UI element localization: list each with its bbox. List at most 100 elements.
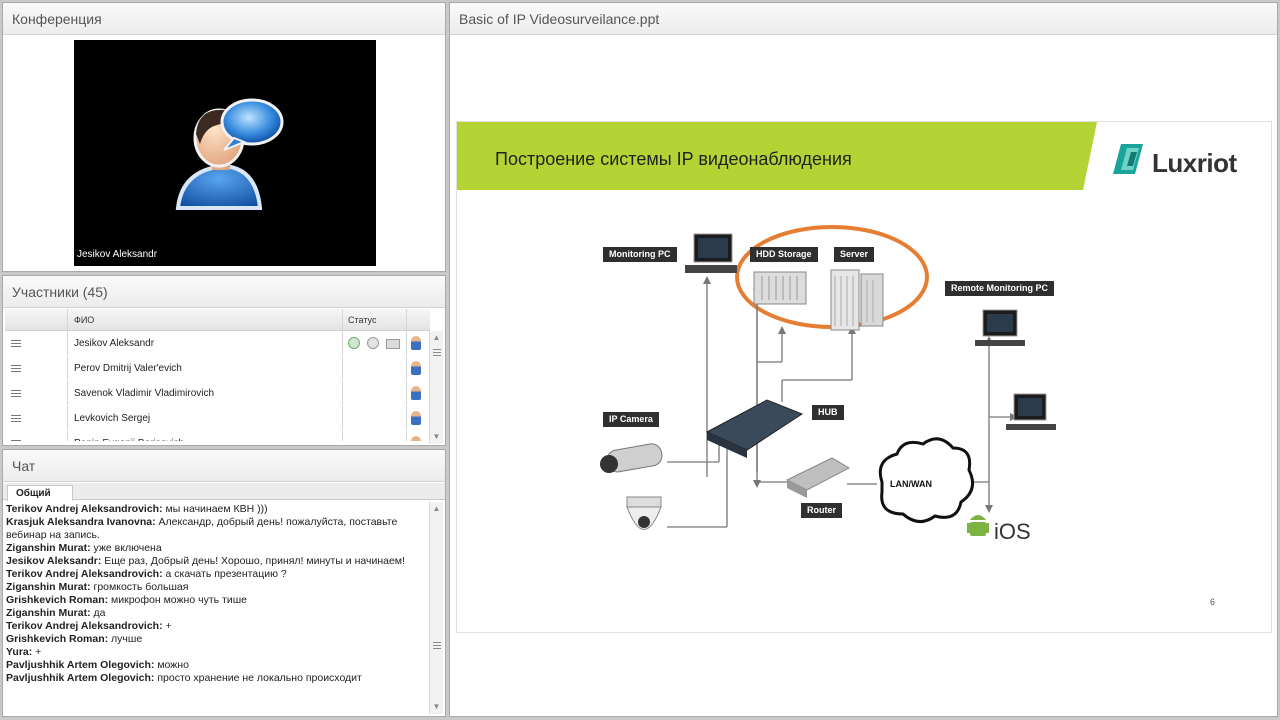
chat-author: Grishkevich Roman: xyxy=(6,633,109,645)
remote-pc-icon xyxy=(975,309,1025,346)
participants-scrollbar[interactable]: ▲ ▼ xyxy=(429,331,443,444)
participant-name: Panin Evgenij Borisovich xyxy=(68,431,343,441)
chat-author: Ziganshin Murat: xyxy=(6,581,91,593)
label-remote-pc: Remote Monitoring PC xyxy=(945,281,1054,296)
table-row[interactable]: Levkovich Sergej xyxy=(5,406,430,431)
chat-log: Terikov Andrej Aleksandrovich: мы начина… xyxy=(6,503,426,685)
scroll-grip-icon[interactable] xyxy=(433,642,441,651)
participants-header-row: ФИО Статус xyxy=(5,309,430,331)
drag-handle-icon[interactable] xyxy=(11,390,21,399)
slide-logo: Luxriot xyxy=(1152,148,1237,178)
chat-author: Pavljushhik Artem Olegovich: xyxy=(6,672,155,684)
chat-title: Чат xyxy=(3,450,445,482)
screen-muted-icon[interactable] xyxy=(386,339,400,349)
mic-muted-icon[interactable] xyxy=(367,337,379,349)
user-icon xyxy=(411,436,421,441)
speaker-name: Jesikov Aleksandr xyxy=(77,249,158,260)
table-row[interactable]: Savenok Vladimir Vladimirovich xyxy=(5,381,430,406)
drag-handle-icon[interactable] xyxy=(11,440,21,441)
dome-camera-icon xyxy=(626,496,662,530)
column-header-name[interactable]: ФИО xyxy=(68,309,343,330)
android-icon xyxy=(967,515,989,536)
participants-panel: Участники (45) ФИО Статус Jesikov Aleksa… xyxy=(2,275,446,446)
luxriot-logo-icon xyxy=(1113,144,1143,174)
table-row[interactable]: Panin Evgenij Borisovich xyxy=(5,431,430,441)
scroll-down-icon[interactable]: ▼ xyxy=(432,702,441,711)
table-row[interactable]: Jesikov Aleksandr xyxy=(5,331,430,356)
user-icon xyxy=(411,386,421,400)
ip-camera-icon xyxy=(600,443,663,473)
label-ios: iOS xyxy=(994,519,1031,544)
label-lan-wan: LAN/WAN xyxy=(890,479,932,489)
column-header-status[interactable]: Статус xyxy=(343,309,407,330)
chat-author: Terikov Andrej Aleksandrovich: xyxy=(6,620,163,632)
participant-name: Savenok Vladimir Vladimirovich xyxy=(68,381,343,405)
chat-panel: Чат Общий Terikov Andrej Aleksandrovich:… xyxy=(2,449,446,717)
chat-author: Yura: xyxy=(6,646,33,658)
participant-name: Perov Dmitrij Valer'evich xyxy=(68,356,343,380)
drag-handle-icon[interactable] xyxy=(11,340,21,349)
user-icon xyxy=(411,361,421,375)
scroll-grip-icon[interactable] xyxy=(433,349,441,358)
chat-message: Ziganshin Murat: громкость большая xyxy=(6,581,426,594)
cloud-icon xyxy=(878,437,975,523)
participant-status xyxy=(343,356,407,380)
chat-text: Александр, добрый день! пожалуйста, пост… xyxy=(6,516,398,541)
webcam-icon[interactable] xyxy=(348,337,360,349)
chat-message: Krasjuk Aleksandra Ivanovna: Александр, … xyxy=(6,516,426,542)
chat-author: Pavljushhik Artem Olegovich: xyxy=(6,659,155,671)
mobile-pc-icon xyxy=(1006,393,1056,430)
participant-name: Levkovich Sergej xyxy=(68,406,343,430)
server-icon xyxy=(830,269,884,331)
chat-author: Terikov Andrej Aleksandrovich: xyxy=(6,568,163,580)
tab-general[interactable]: Общий xyxy=(7,485,73,501)
scroll-up-icon[interactable]: ▲ xyxy=(432,504,441,513)
speaker-avatar-icon xyxy=(175,98,284,210)
participant-name: Jesikov Aleksandr xyxy=(68,331,343,355)
chat-text: + xyxy=(32,646,42,658)
chat-text: а скачать презентацию ? xyxy=(162,568,287,580)
chat-text: просто хранение не локально происходит xyxy=(154,672,362,684)
monitoring-pc-icon xyxy=(685,233,737,273)
scroll-down-icon[interactable]: ▼ xyxy=(432,432,441,441)
chat-message: Grishkevich Roman: лучше xyxy=(6,633,426,646)
router-icon xyxy=(785,457,851,498)
chat-message: Terikov Andrej Aleksandrovich: а скачать… xyxy=(6,568,426,581)
chat-message: Grishkevich Roman: микрофон можно чуть т… xyxy=(6,594,426,607)
chat-text: громкость большая xyxy=(90,581,189,593)
scroll-up-icon[interactable]: ▲ xyxy=(432,333,441,342)
slide-heading: Построение системы IP видеонаблюдения xyxy=(495,149,852,169)
chat-message: Pavljushhik Artem Olegovich: можно xyxy=(6,659,426,672)
label-router: Router xyxy=(801,503,842,518)
slide-header-banner xyxy=(457,122,1097,190)
chat-text: да xyxy=(90,607,106,619)
drag-handle-icon[interactable] xyxy=(11,415,21,424)
chat-author: Terikov Andrej Aleksandrovich: xyxy=(6,503,163,515)
hdd-storage-icon xyxy=(753,271,807,305)
chat-message: Terikov Andrej Aleksandrovich: + xyxy=(6,620,426,633)
label-ip-camera: IP Camera xyxy=(603,412,659,427)
table-row[interactable]: Perov Dmitrij Valer'evich xyxy=(5,356,430,381)
chat-scrollbar[interactable]: ▲ ▼ xyxy=(429,502,443,714)
chat-author: Ziganshin Murat: xyxy=(6,607,91,619)
user-icon xyxy=(411,411,421,425)
participant-status xyxy=(343,381,407,405)
slide: Построение системы IP видеонаблюдения Lu… xyxy=(456,121,1272,633)
chat-message: Terikov Andrej Aleksandrovich: мы начина… xyxy=(6,503,426,516)
chat-author: Grishkevich Roman: xyxy=(6,594,109,606)
presentation-title: Basic of IP Videosurveilance.ppt xyxy=(450,3,1277,35)
chat-message: Yura: + xyxy=(6,646,426,659)
video-window[interactable]: Jesikov Aleksandr xyxy=(74,40,376,266)
chat-text: Еще раз, Добрый день! Хорошо, принял! ми… xyxy=(101,555,405,567)
chat-text: микрофон можно чуть тише xyxy=(108,594,247,606)
participants-title: Участники (45) xyxy=(3,276,445,308)
conference-title: Конференция xyxy=(3,3,445,35)
drag-handle-icon[interactable] xyxy=(11,365,21,374)
user-icon xyxy=(411,336,421,350)
participant-status xyxy=(343,331,407,355)
label-hub: HUB xyxy=(812,405,844,420)
conference-panel: Конференция xyxy=(2,2,446,272)
network-diagram xyxy=(600,225,1056,536)
hub-icon xyxy=(705,399,804,458)
